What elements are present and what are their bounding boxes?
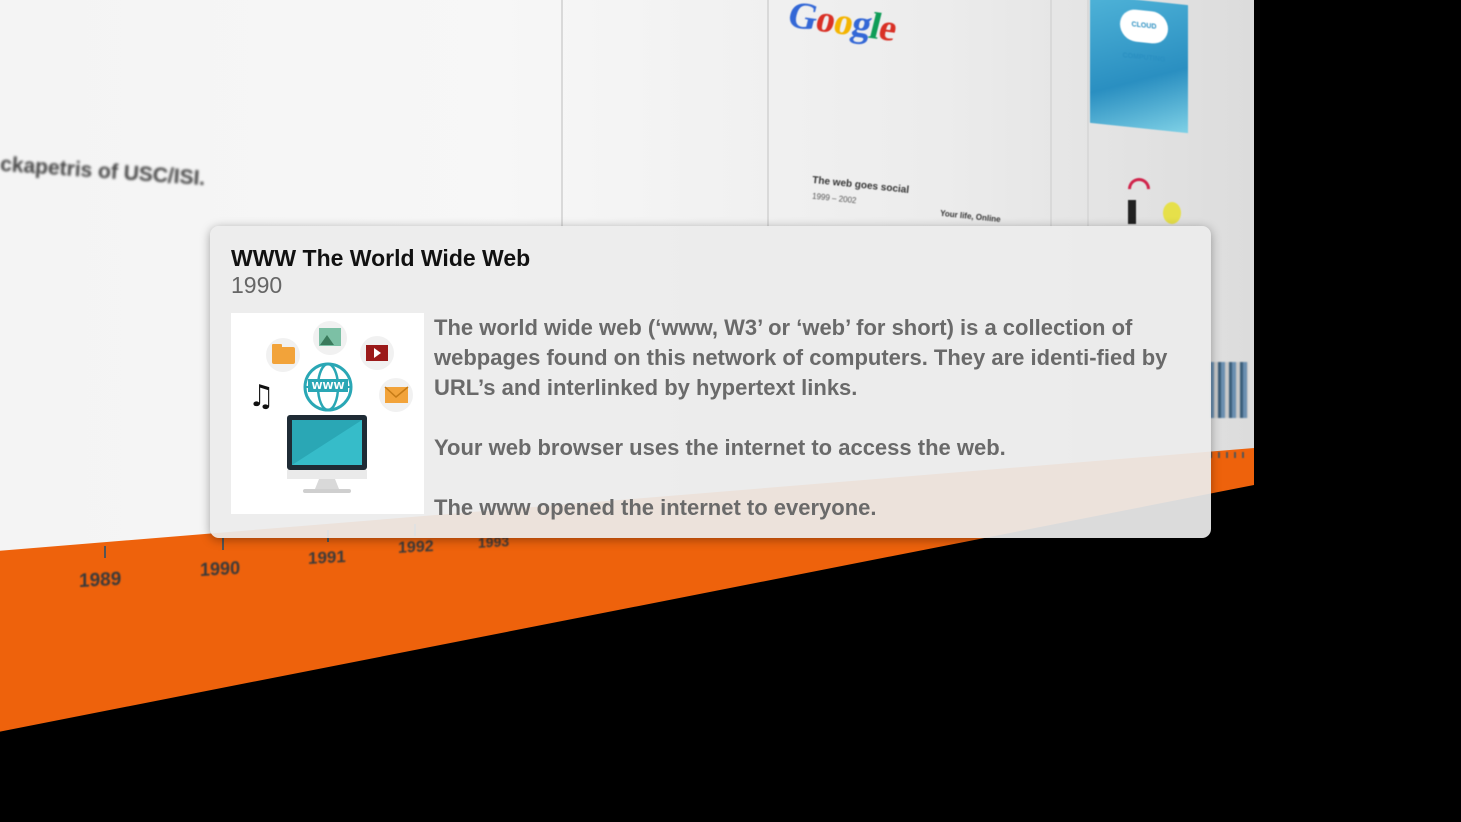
tick-1990 bbox=[222, 538, 224, 550]
popup-paragraph: The www opened the internet to everyone. bbox=[434, 495, 877, 520]
cloud-computing-card[interactable]: CLOUD COMPUTING bbox=[1090, 0, 1188, 134]
board-divider bbox=[1087, 0, 1089, 228]
smiley-icon bbox=[1163, 202, 1181, 224]
popup-paragraph: Your web browser uses the internet to ac… bbox=[434, 435, 1006, 460]
tick-1989 bbox=[104, 546, 106, 558]
www-computer-icon: ♫ WWW bbox=[248, 321, 413, 493]
popup-paragraph: The world wide web (‘www, W3’ or ‘web’ f… bbox=[434, 315, 1168, 400]
collage-image bbox=[1210, 362, 1248, 418]
event-popup[interactable]: WWW The World Wide Web 1990 ♫ bbox=[210, 226, 1211, 538]
board-divider bbox=[1050, 0, 1052, 228]
ruler-marks bbox=[1210, 452, 1250, 458]
www-illustration: ♫ WWW bbox=[231, 313, 424, 514]
popup-year: 1990 bbox=[231, 272, 283, 298]
svg-text:♫: ♫ bbox=[248, 379, 275, 414]
board-divider bbox=[767, 0, 769, 228]
year-label[interactable]: 1991 bbox=[308, 547, 346, 568]
person-icon bbox=[1128, 200, 1136, 224]
year-label[interactable]: 1989 bbox=[79, 568, 122, 593]
year-label[interactable]: 1990 bbox=[200, 557, 241, 581]
svg-text:WWW: WWW bbox=[311, 381, 344, 392]
year-label[interactable]: 1992 bbox=[398, 538, 434, 557]
popup-description: The world wide web (‘www, W3’ or ‘web’ f… bbox=[434, 313, 1194, 553]
board-divider bbox=[561, 0, 563, 228]
popup-title: WWW The World Wide Web bbox=[231, 245, 531, 271]
cloud-icon: CLOUD COMPUTING bbox=[1120, 8, 1168, 64]
